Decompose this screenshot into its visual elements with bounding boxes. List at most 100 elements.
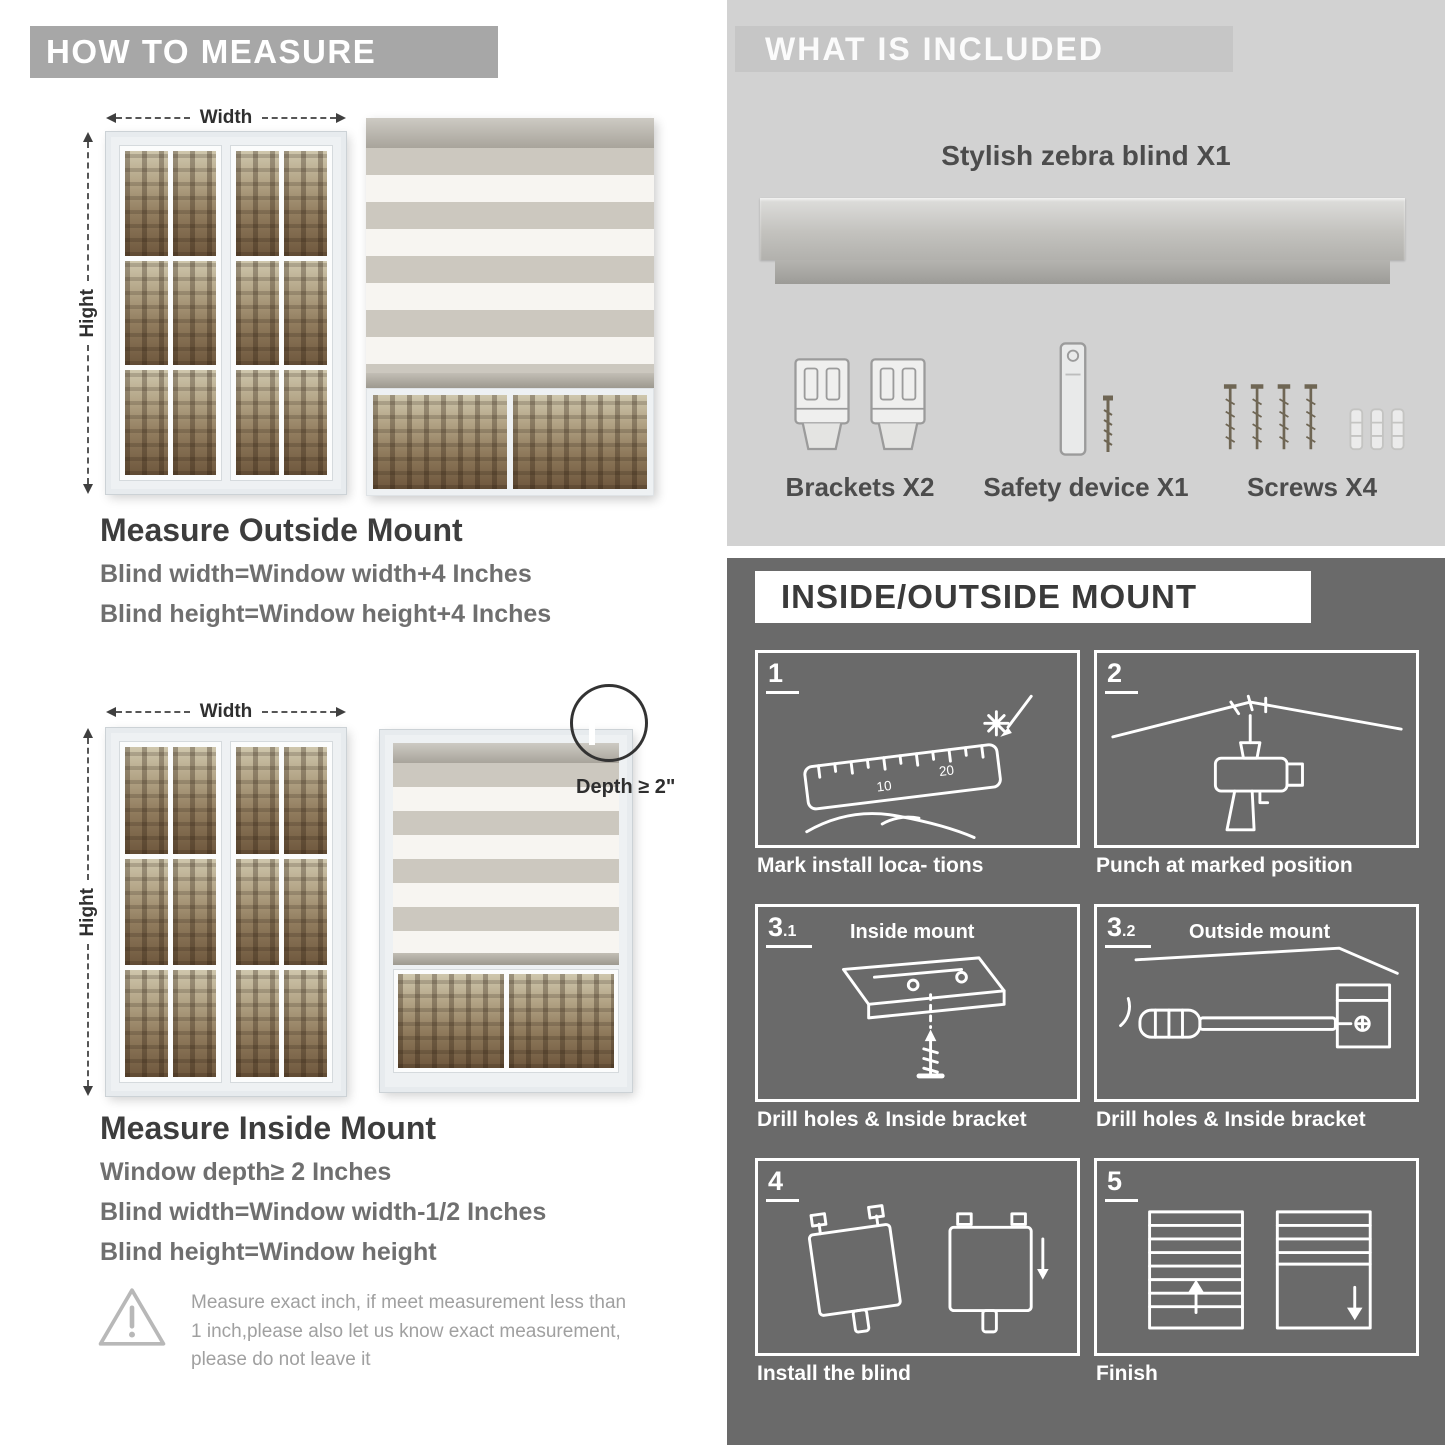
step-number-sub: .1 — [783, 923, 797, 940]
step-4-panel: 4 — [755, 1158, 1080, 1356]
bracket-with-screwdriver-icon — [1118, 946, 1399, 1049]
step-top-label: Inside mount — [850, 921, 975, 943]
finished-blinds-icon — [1147, 1210, 1372, 1330]
step-caption: Mark install loca- tions — [757, 854, 984, 877]
window-pane — [125, 370, 168, 475]
step-3-1: 3.1 Inside mount — [755, 904, 1080, 1144]
window-under-blind — [366, 388, 654, 496]
dash-line — [262, 117, 336, 119]
zebra-blind-inside-illustration — [380, 730, 632, 1092]
screws-art — [1216, 322, 1408, 460]
dash-line — [116, 711, 190, 713]
warning-text: Measure exact inch, if meet measurement … — [191, 1292, 627, 1370]
width-dimension-arrow: Width — [106, 701, 346, 722]
safety-device-icon — [1059, 342, 1087, 456]
window-pane — [508, 974, 614, 1068]
height-label: Hight — [77, 887, 98, 937]
step-number: 3.1 — [766, 912, 813, 948]
step-caption: Drill holes & Inside bracket — [757, 1108, 1027, 1131]
window-pane — [284, 858, 327, 966]
window-sash — [230, 741, 333, 1083]
step-number-text: 3 — [768, 912, 784, 942]
zebra-blind-outside-illustration — [366, 118, 654, 496]
step-caption: Install the blind — [757, 1362, 912, 1385]
step-number-text: 5 — [1107, 1166, 1123, 1196]
window-pane — [236, 370, 279, 475]
bracket-with-screw-icon — [841, 956, 1006, 1079]
outside-mount-line-2: Blind height=Window height+4 Inches — [100, 600, 552, 628]
window-pane — [284, 260, 327, 366]
window-under-blind — [393, 969, 619, 1073]
outside-mount-illustration: Width Hight — [77, 98, 658, 500]
step-5-panel: 5 — [1094, 1158, 1419, 1356]
safety-device-art — [1057, 322, 1115, 460]
svg-text:10: 10 — [875, 778, 892, 795]
step-number-sub: .2 — [1122, 923, 1136, 940]
window-pane — [236, 151, 279, 256]
window-pane — [284, 747, 327, 854]
window-pane — [398, 974, 504, 1068]
window-pane — [236, 260, 279, 366]
mount-header: INSIDE/OUTSIDE MOUNT — [755, 571, 1311, 623]
inside-mount-line-1: Window depth≥ 2 Inches — [100, 1158, 392, 1186]
window-pane — [173, 970, 216, 1077]
window-photo — [106, 132, 346, 494]
part-brackets: Brackets X2 — [747, 322, 973, 503]
step-2-panel: 2 — [1094, 650, 1419, 848]
mount-steps-grid: 1 10 20 — [755, 650, 1419, 1398]
bracket-icon — [794, 358, 850, 451]
safety-device-label: Safety device X1 — [983, 472, 1189, 502]
svg-text:20: 20 — [938, 762, 955, 779]
step-3-2: 3.2 Outside mount — [1094, 904, 1419, 1144]
part-safety-device: Safety device X1 — [973, 322, 1199, 503]
outside-mount-title: Measure Outside Mount — [100, 512, 463, 548]
window-pane — [284, 970, 327, 1077]
step-2: 2 Punch at mar — [1094, 650, 1419, 890]
inside-mount-illustration: Width Hight — [77, 684, 675, 1108]
step-top-label: Outside mount — [1189, 921, 1331, 943]
measure-warning: Measure exact inch, if meet measurement … — [95, 1283, 660, 1375]
install-blind-icon — [807, 1204, 1049, 1334]
step-number-text: 4 — [768, 1166, 784, 1196]
step-1-panel: 1 10 20 — [755, 650, 1080, 848]
inside-mount-line-3: Blind height=Window height — [100, 1238, 437, 1266]
part-screws: Screws X4 — [1199, 322, 1425, 503]
window-sash — [119, 741, 222, 1083]
dash-line — [116, 117, 190, 119]
included-item-title: Stylish zebra blind X1 — [941, 140, 1231, 171]
step-number-text: 3 — [1107, 912, 1123, 942]
height-label: Hight — [77, 288, 98, 338]
step-number: 4 — [766, 1166, 800, 1202]
window-pane — [125, 858, 168, 966]
included-parts-row: Brackets X2 Safety device X1 — [747, 322, 1425, 503]
drill-icon — [1110, 694, 1403, 832]
window-pane — [284, 151, 327, 256]
blind-bottom-rail — [393, 953, 619, 965]
brackets-label: Brackets X2 — [785, 472, 935, 502]
screw-icon — [1103, 395, 1113, 452]
step-1: 1 10 20 — [755, 650, 1080, 890]
dash-line — [87, 944, 89, 1087]
dash-line — [87, 738, 89, 880]
window-pane — [173, 151, 216, 256]
what-is-included-header: WHAT IS INCLUDED — [735, 26, 1233, 72]
outside-mount-line-1: Blind width=Window width+4 Inches — [100, 560, 532, 588]
blind-stripes — [366, 148, 654, 373]
step-number: 5 — [1105, 1166, 1139, 1202]
height-dimension-arrow: Hight — [77, 132, 98, 494]
window-pane — [513, 395, 647, 489]
inside-outside-mount-section: INSIDE/OUTSIDE MOUNT 1 10 20 — [727, 558, 1445, 1445]
blind-cassette — [366, 118, 654, 148]
width-label: Width — [199, 701, 253, 722]
blind-headrail-illustration — [760, 198, 1405, 260]
step-3-2-panel: 3.2 Outside mount — [1094, 904, 1419, 1102]
what-is-included-section: WHAT IS INCLUDED Stylish zebra blind X1 — [727, 0, 1445, 546]
window-pane — [236, 747, 279, 854]
wall-anchors-icon — [1349, 408, 1405, 451]
window-pane — [125, 747, 168, 854]
bracket-icon — [870, 358, 926, 451]
window-pane — [173, 260, 216, 366]
window-photo — [106, 728, 346, 1096]
window-sash — [230, 145, 333, 481]
